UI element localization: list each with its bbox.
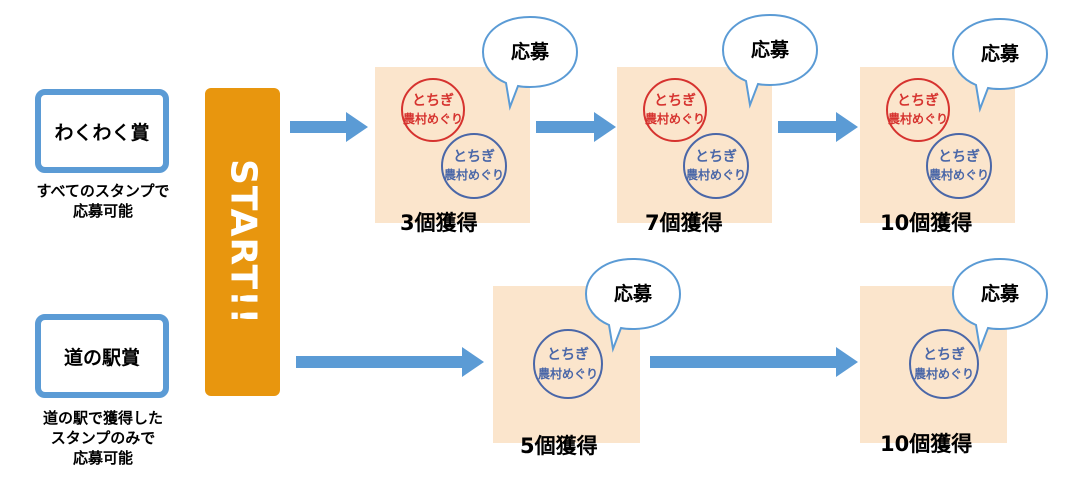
stamp-red-line1: とちぎ <box>897 92 939 109</box>
start-bar: START!! <box>205 88 280 396</box>
count-label-7: 7個獲得 <box>645 211 723 235</box>
stamp-blue-line2: 農村めぐり <box>444 167 504 182</box>
red-stamp-icon: とちぎ 農村めぐり <box>643 78 707 142</box>
wakuwaku-prize-box: わくわく賞 <box>35 89 169 173</box>
count-label-10-bottom: 10個獲得 <box>880 432 973 456</box>
stamp-red-line1: とちぎ <box>654 92 696 109</box>
start-label: START!! <box>222 158 263 326</box>
stamp-blue-line1: とちぎ <box>923 346 965 363</box>
stamp-card-3 <box>375 67 530 223</box>
blue-stamp-icon: とちぎ 農村めぐり <box>533 329 603 399</box>
stamp-red-line1: とちぎ <box>412 92 454 109</box>
blue-stamp-icon: とちぎ 農村めぐり <box>909 329 979 399</box>
michinoeki-prize-note: 道の駅で獲得した スタンプのみで 応募可能 <box>42 409 163 467</box>
stamp-card-7 <box>617 67 772 223</box>
arrow-start-to-5 <box>296 347 484 377</box>
apply-label: 応募 <box>510 41 549 63</box>
apply-bubble: 応募 <box>583 257 683 353</box>
red-stamp-icon: とちぎ 農村めぐり <box>886 78 950 142</box>
count-label-5: 5個獲得 <box>520 434 598 458</box>
apply-label: 応募 <box>750 39 789 61</box>
apply-bubble: 応募 <box>950 17 1050 113</box>
stamp-card-10-top <box>860 67 1015 223</box>
blue-stamp-icon: とちぎ 農村めぐり <box>683 133 749 199</box>
arrow-5-to-10 <box>650 347 858 377</box>
stamp-blue-line1: とちぎ <box>695 148 737 165</box>
apply-bubble: 応募 <box>720 13 820 109</box>
apply-label: 応募 <box>980 283 1019 305</box>
blue-stamp-icon: とちぎ 農村めぐり <box>926 133 992 199</box>
wakuwaku-prize-note: すべてのスタンプで 応募可能 <box>36 182 170 220</box>
stamp-red-line2: 農村めぐり <box>403 111 463 126</box>
blue-stamp-icon: とちぎ 農村めぐり <box>441 133 507 199</box>
wakuwaku-prize-title: わくわく賞 <box>54 121 150 144</box>
apply-label: 応募 <box>980 43 1019 65</box>
apply-label: 応募 <box>613 283 652 305</box>
stamp-blue-line2: 農村めぐり <box>538 366 598 381</box>
arrow-3-to-7 <box>536 112 616 142</box>
michinoeki-prize-box: 道の駅賞 <box>35 314 169 398</box>
stamp-red-line2: 農村めぐり <box>645 111 705 126</box>
count-label-10-top: 10個獲得 <box>880 211 973 235</box>
stamp-red-line2: 農村めぐり <box>888 111 948 126</box>
stamp-blue-line1: とちぎ <box>453 148 495 165</box>
stamp-blue-line1: とちぎ <box>547 346 589 363</box>
red-stamp-icon: とちぎ 農村めぐり <box>401 78 465 142</box>
apply-bubble: 応募 <box>950 257 1050 353</box>
apply-bubble: 応募 <box>480 15 580 111</box>
stamp-blue-line2: 農村めぐり <box>686 167 746 182</box>
arrow-start-to-3 <box>290 112 368 142</box>
arrow-7-to-10 <box>778 112 858 142</box>
stamp-blue-line1: とちぎ <box>938 148 980 165</box>
count-label-3: 3個獲得 <box>400 211 478 235</box>
stamp-blue-line2: 農村めぐり <box>914 366 974 381</box>
michinoeki-prize-title: 道の駅賞 <box>63 346 140 369</box>
stamp-blue-line2: 農村めぐり <box>929 167 989 182</box>
